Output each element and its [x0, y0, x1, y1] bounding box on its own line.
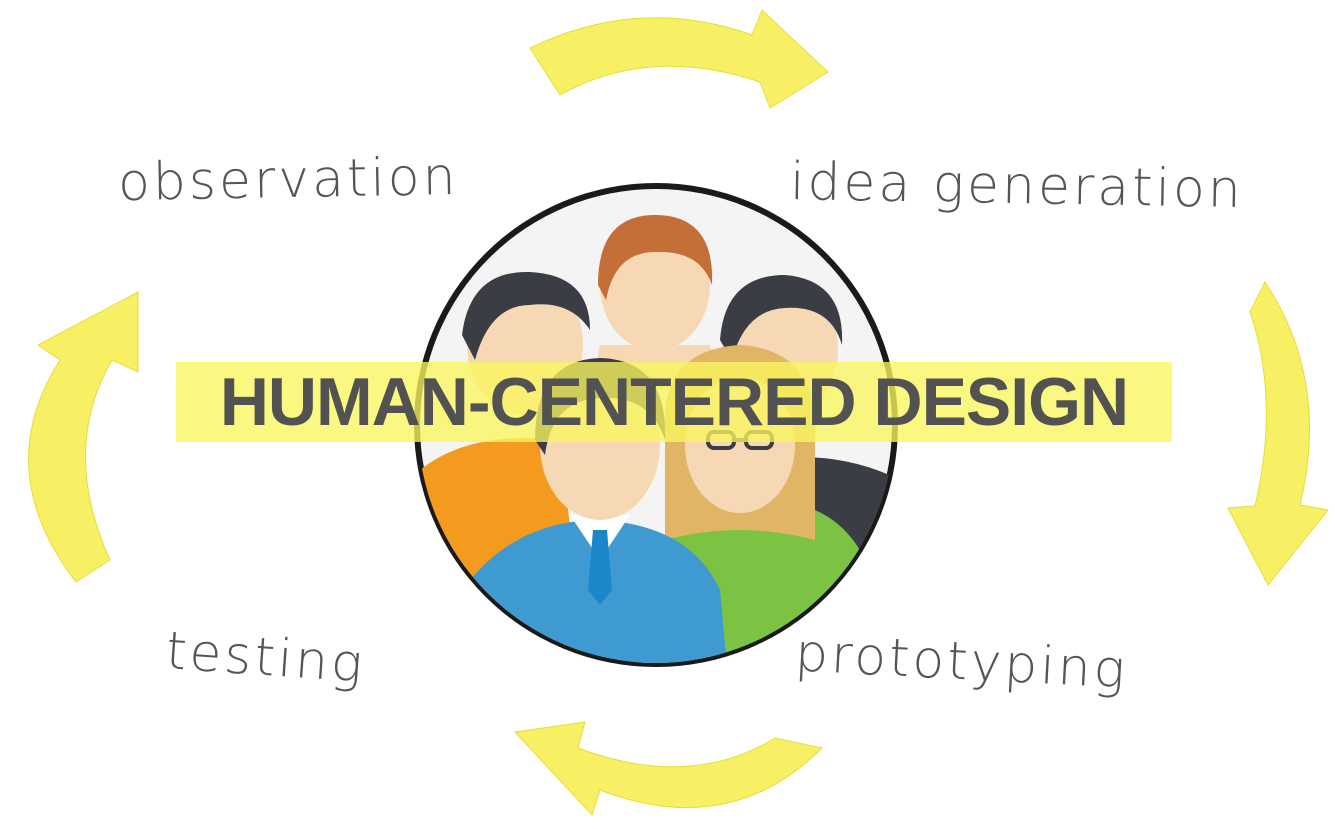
cycle-arrow-icon — [529, 9, 829, 109]
step-label-idea-generation: idea generation — [789, 152, 1245, 220]
cycle-arrow-icon — [28, 291, 139, 583]
step-label-observation: observation — [117, 147, 460, 213]
center-title: HUMAN-CENTERED DESIGN — [219, 364, 1129, 440]
cycle-arrows — [28, 9, 1329, 816]
title-banner: HUMAN-CENTERED DESIGN — [176, 362, 1172, 442]
cycle-arrow-icon — [513, 721, 824, 816]
cycle-arrow-icon — [1227, 281, 1329, 586]
